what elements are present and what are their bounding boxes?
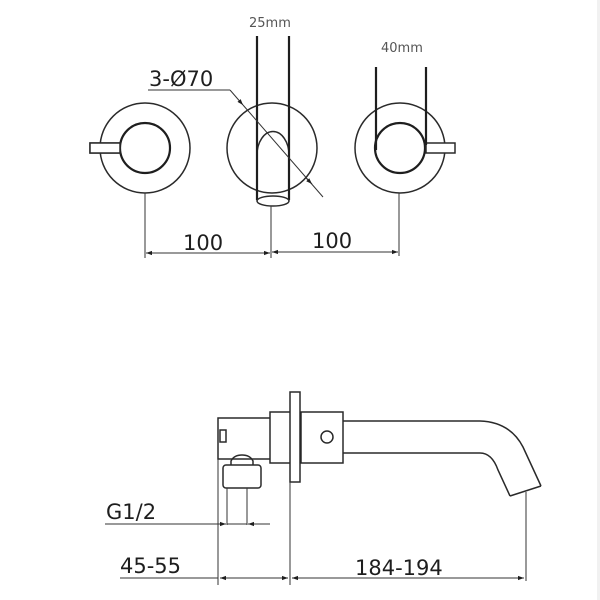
left-handle-knob [118,121,172,175]
spout-arm-bottom [343,452,511,497]
rear-flange [269,411,292,464]
side-view: G1/2 45-55 184-194 [105,391,542,585]
spout-outlet-edge [509,485,542,497]
spout-plate [226,102,318,194]
hub-set-screw [320,430,334,444]
spout-outlet [256,195,290,207]
center-spout [226,36,318,258]
spacing-right-label: 100 [312,229,352,253]
spout-width-label: 25mm [249,16,291,31]
inlet-cap [230,454,254,465]
spout-reach-label: 184-194 [355,556,443,580]
right-handle-knob [373,121,427,175]
valve-port [219,429,227,443]
right-handle [354,67,456,256]
thread-label: G1/2 [106,500,156,524]
spacing-left-label: 100 [183,231,223,255]
page-edge [597,0,600,600]
right-lever [425,142,456,154]
diameter-callout: 3-Ø70 [148,67,324,198]
wall-depth-label: 45-55 [120,554,181,578]
wall-plate [289,391,301,483]
handle-width-label: 40mm [381,41,423,56]
spout-hub [300,411,344,464]
top-view: 3-Ø70 25mm 40mm 100 100 [89,16,456,258]
diameter-label: 3-Ø70 [149,67,213,91]
spout-arm-top [343,420,542,487]
inlet-fitting [222,464,262,489]
spout-top-arc [256,130,290,156]
valve-body [217,417,270,460]
left-handle [89,102,191,258]
